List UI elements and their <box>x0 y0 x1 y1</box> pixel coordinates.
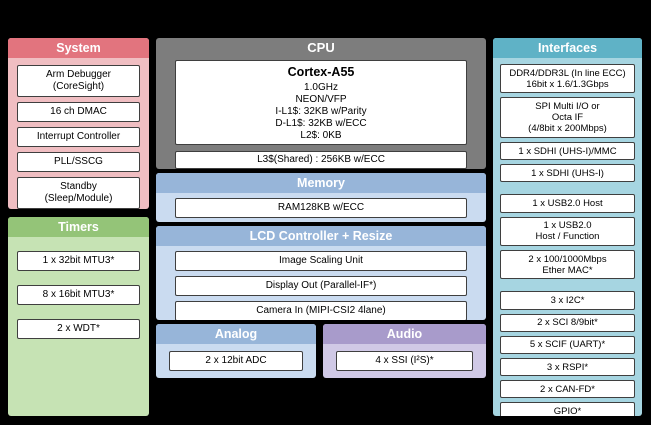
diagram-box: 1 x SDHI (UHS-I) <box>500 164 635 183</box>
cortex-a55-box: Cortex-A55 1.0GHz NEON/VFP I-L1$: 32KB w… <box>175 60 467 145</box>
diagram-box: 2 x WDT* <box>17 319 140 339</box>
analog-header: Analog <box>156 324 316 344</box>
interfaces-group-serial: 3 x I2C* 2 x SCI 8/9bit* 5 x SCIF (UART)* 3… <box>500 291 635 416</box>
box-label: 1 x USB2.0 Host <box>532 197 603 209</box>
box-label: 4 x SSI (I²S)* <box>375 355 434 366</box>
diagram-box: 2 x SCI 8/9bit* <box>500 313 635 332</box>
box-label: Ether MAC* <box>542 264 593 276</box>
diagram-box: 1 x USB2.0 Host <box>500 194 635 213</box>
interfaces-groups: DDR4/DDR3L (In line ECC)16bit x 1.6/1.3G… <box>493 58 642 416</box>
diagram-box: 1 x SDHI (UHS-I)/MMC <box>500 142 635 161</box>
lcd-controller-block: LCD Controller + Resize Image Scaling Un… <box>156 226 486 320</box>
diagram-box: 1 x 32bit MTU3* <box>17 251 140 271</box>
cpu-block: CPU Cortex-A55 1.0GHz NEON/VFP I-L1$: 32… <box>156 38 486 169</box>
memory-block: Memory RAM128KB w/ECC <box>156 173 486 222</box>
box-label: 5 x SCIF (UART)* <box>529 339 606 351</box>
box-label: 2 x CAN-FD* <box>540 383 595 395</box>
l3-cache-box: L3$(Shared) : 256KB w/ECC <box>175 151 467 169</box>
diagram-box: 2 x 12bit ADC <box>169 351 303 371</box>
diagram-box: GPIO* <box>500 402 635 416</box>
audio-items: 4 x SSI (I²S)* <box>323 344 486 378</box>
box-label: Arm Debugger <box>45 69 112 80</box>
box-label: RAM128KB w/ECC <box>277 202 365 213</box>
box-label: 2 x 100/1000Mbps <box>528 253 607 265</box>
cpu-core-detail: I-L1$: 32KB w/Parity <box>275 106 367 117</box>
box-label: DDR4/DDR3L (In line ECC) <box>509 67 626 79</box>
box-label: 1 x SDHI (UHS-I) <box>531 167 604 179</box>
system-block: System Arm Debugger(CoreSight) 16 ch DMAC… <box>8 38 149 209</box>
box-label: 2 x WDT* <box>57 323 100 334</box>
cpu-core-detail: NEON/VFP <box>295 94 347 105</box>
diagram-box: 3 x RSPI* <box>500 358 635 377</box>
box-label: Host / Function <box>535 231 600 243</box>
analog-items: 2 x 12bit ADC <box>156 344 316 378</box>
diagram-box: 3 x I2C* <box>500 291 635 310</box>
box-label: (CoreSight) <box>52 81 105 92</box>
box-label: Display Out (Parallel-IF*) <box>265 280 377 291</box>
system-items: Arm Debugger(CoreSight) 16 ch DMAC Interru… <box>8 58 149 209</box>
system-header: System <box>8 38 149 58</box>
box-label: Image Scaling Unit <box>279 255 363 266</box>
box-label: 2 x SCI 8/9bit* <box>537 317 598 329</box>
box-label: 3 x I2C* <box>550 294 585 306</box>
box-label: 1 x USB2.0 <box>543 220 592 232</box>
box-label: GPIO* <box>553 405 582 416</box>
interfaces-header: Interfaces <box>493 38 642 58</box>
box-label: Interrupt Controller <box>36 131 121 142</box>
cpu-core-detail: 1.0GHz <box>304 82 338 93</box>
audio-header: Audio <box>323 324 486 344</box>
timers-block: Timers 1 x 32bit MTU3* 8 x 16bit MTU3* 2 x… <box>8 217 149 416</box>
box-label: (Sleep/Module) <box>44 193 113 204</box>
box-label: 16bit x 1.6/1.3Gbps <box>526 78 609 90</box>
cpu-header: CPU <box>307 40 335 55</box>
analog-block: Analog 2 x 12bit ADC <box>156 324 316 378</box>
diagram-box: Camera In (MIPI-CSI2 4lane) <box>175 301 467 320</box>
box-label: Standby <box>60 181 97 192</box>
box-label: Octa IF <box>551 112 584 124</box>
timers-header: Timers <box>8 217 149 237</box>
memory-header: Memory <box>156 173 486 193</box>
timers-items: 1 x 32bit MTU3* 8 x 16bit MTU3* 2 x WDT* <box>8 237 149 416</box>
cpu-core-detail: D-L1$: 32KB w/ECC <box>275 118 367 129</box>
diagram-box: 2 x CAN-FD* <box>500 380 635 399</box>
box-label: 1 x 32bit MTU3* <box>42 255 115 266</box>
box-label: SPI Multi I/O or <box>535 100 600 112</box>
box-label: 16 ch DMAC <box>50 106 107 117</box>
box-label: 1 x SDHI (UHS-I)/MMC <box>518 145 617 157</box>
box-label: (4/8bit x 200Mbps) <box>528 123 607 135</box>
box-label: PLL/SSCG <box>54 156 103 167</box>
diagram-box: DDR4/DDR3L (In line ECC)16bit x 1.6/1.3G… <box>500 64 635 94</box>
diagram-box: 8 x 16bit MTU3* <box>17 285 140 305</box>
diagram-box: RAM128KB w/ECC <box>175 198 467 218</box>
diagram-box: Image Scaling Unit <box>175 251 467 271</box>
diagram-box: 16 ch DMAC <box>17 102 140 122</box>
diagram-box: Interrupt Controller <box>17 127 140 147</box>
diagram-box: 5 x SCIF (UART)* <box>500 335 635 355</box>
cpu-core-detail: L2$: 0KB <box>300 130 342 141</box>
box-label: 3 x RSPI* <box>546 361 589 373</box>
cpu-core-name: Cortex-A55 <box>287 65 355 79</box>
diagram-box: 4 x SSI (I²S)* <box>336 351 473 371</box>
lcd-controller-header: LCD Controller + Resize <box>156 226 486 246</box>
interfaces-group-external-memory: DDR4/DDR3L (In line ECC)16bit x 1.6/1.3G… <box>500 64 635 183</box>
box-label: 8 x 16bit MTU3* <box>42 289 115 300</box>
box-label: Camera In (MIPI-CSI2 4lane) <box>256 305 386 316</box>
cpu-body: Cortex-A55 1.0GHz NEON/VFP I-L1$: 32KB w… <box>156 58 486 169</box>
diagram-box: Display Out (Parallel-IF*) <box>175 276 467 296</box>
diagram-box: Arm Debugger(CoreSight) <box>17 65 140 97</box>
interfaces-block: Interfaces DDR4/DDR3L (In line ECC)16bit… <box>493 38 642 416</box>
diagram-box: PLL/SSCG <box>17 152 140 172</box>
audio-block: Audio 4 x SSI (I²S)* <box>323 324 486 378</box>
memory-items: RAM128KB w/ECC <box>156 193 486 222</box>
box-label: 2 x 12bit ADC <box>205 355 267 366</box>
diagram-box: Standby(Sleep/Module) <box>17 177 140 209</box>
